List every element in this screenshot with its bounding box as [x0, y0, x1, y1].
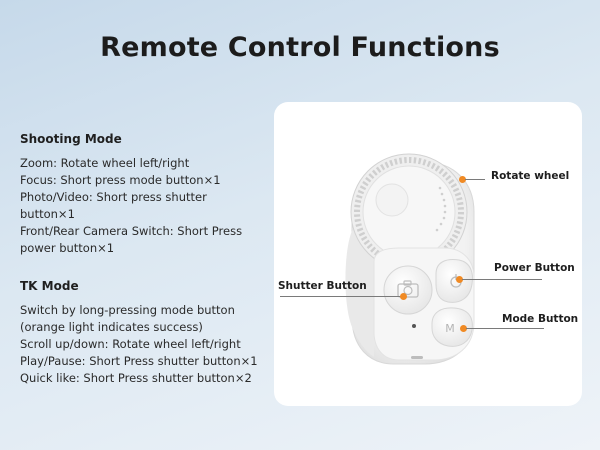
- product-card: M Rotate wheel Shutter Button Power Butt…: [274, 102, 582, 406]
- remote-control-illustration: M: [345, 153, 475, 365]
- shooting-mode-line: Zoom: Rotate wheel left/right: [20, 156, 190, 170]
- tk-mode-line: Scroll up/down: Rotate wheel left/right: [20, 337, 241, 351]
- shutter-button-marker: [400, 293, 407, 300]
- mode-button: M: [431, 307, 473, 347]
- instructions-column: Shooting Mode Zoom: Rotate wheel left/ri…: [20, 132, 275, 387]
- rotate-wheel-leader: [465, 179, 485, 180]
- mode-button-marker: [460, 325, 467, 332]
- tk-mode-line: Quick like: Short Press shutter button×2: [20, 371, 252, 385]
- shutter-button: [383, 265, 433, 315]
- rotate-wheel: [350, 153, 468, 271]
- shooting-mode-heading: Shooting Mode: [20, 132, 122, 146]
- shooting-mode-line: button×1: [20, 207, 75, 221]
- power-button-leader: [462, 279, 542, 280]
- shutter-button-leader: [280, 296, 402, 297]
- shooting-mode-line: Front/Rear Camera Switch: Short Press: [20, 224, 243, 238]
- shooting-mode-line: Photo/Video: Short press shutter: [20, 190, 207, 204]
- page-title: Remote Control Functions: [100, 32, 500, 63]
- shutter-button-label: Shutter Button: [278, 280, 367, 292]
- rotate-wheel-marker: [459, 176, 466, 183]
- shooting-mode-line: power button×1: [20, 241, 115, 255]
- rotate-wheel-label: Rotate wheel: [491, 170, 570, 182]
- charging-slot: [411, 356, 423, 359]
- power-button: [435, 259, 473, 303]
- indicator-light: [412, 324, 416, 328]
- tk-mode-line: (orange light indicates success): [20, 320, 203, 334]
- mode-button-leader: [466, 328, 544, 329]
- wheel-scale-marks: [435, 186, 447, 232]
- power-button-marker: [456, 276, 463, 283]
- device-shell: [345, 222, 374, 357]
- shooting-mode-line: Focus: Short press mode button×1: [20, 173, 221, 187]
- tk-mode-line: Play/Pause: Short Press shutter button×1: [20, 354, 258, 368]
- tk-mode-line: Switch by long-pressing mode button: [20, 303, 235, 317]
- mode-letter: M: [445, 322, 455, 335]
- mode-button-label: Mode Button: [502, 313, 579, 325]
- power-button-label: Power Button: [494, 262, 575, 274]
- tk-mode-heading: TK Mode: [20, 279, 79, 293]
- wheel-cap: [375, 183, 409, 217]
